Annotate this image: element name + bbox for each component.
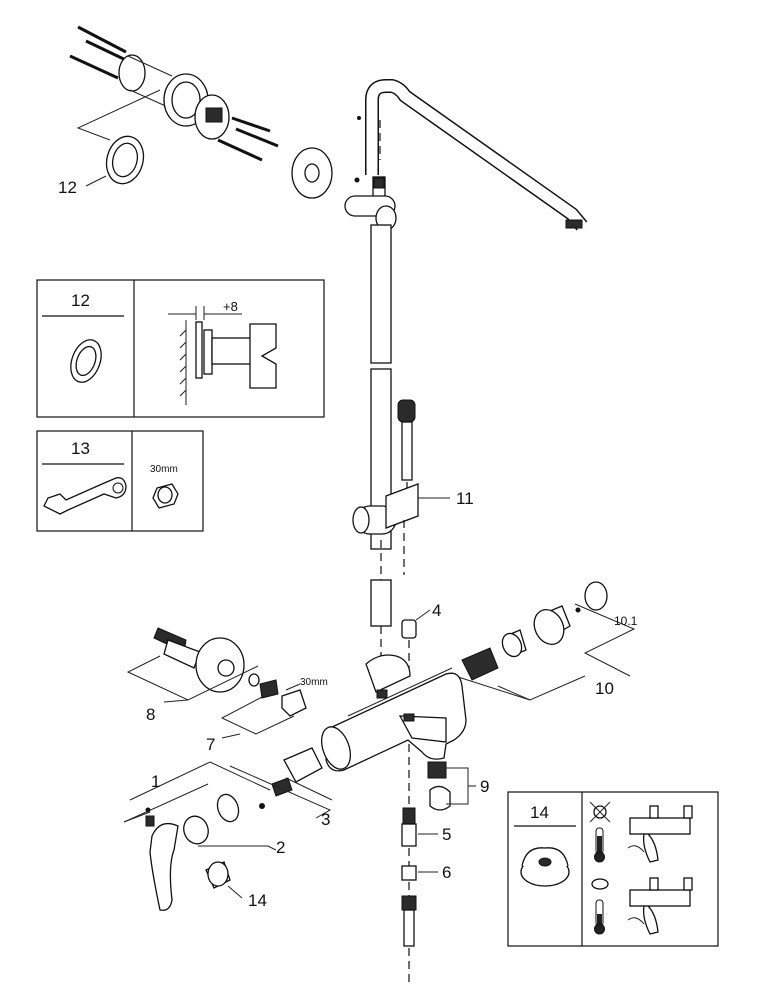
part-3-cartridge: 3 <box>229 747 333 829</box>
callout-10-1: 10.1 <box>614 614 638 628</box>
callout-4: 4 <box>432 601 441 620</box>
part-5-check-valve: 5 <box>401 807 451 847</box>
mixer-cold-icon <box>627 877 693 935</box>
wall-screws <box>69 25 279 162</box>
part-7-union-nut: 30mm 7 <box>206 677 328 754</box>
part-11-slide-holder: 11 <box>352 483 474 575</box>
wall-plate <box>118 54 146 92</box>
hot-water-row <box>589 801 693 863</box>
detail-14-title: 14 <box>530 803 549 822</box>
callout-10: 10 <box>595 679 614 698</box>
extension-part-icon <box>520 847 570 887</box>
detail-box-13: 13 30mm <box>36 430 204 532</box>
nut-icon <box>152 483 179 509</box>
part-1-lever-handle: 1 <box>123 761 271 911</box>
hand-shower <box>397 399 416 498</box>
part-6-adapter: 6 <box>401 863 451 882</box>
detail-box-14: 14 <box>507 791 719 947</box>
wall-bracket-assembly <box>69 25 333 199</box>
callout-3: 3 <box>321 810 330 829</box>
part-14-extension: 14 <box>205 861 267 910</box>
callout-1: 1 <box>151 772 160 791</box>
lower-riser-pipe <box>370 579 392 627</box>
callout-12: 12 <box>58 178 77 197</box>
nut-size-label: 30mm <box>300 677 328 688</box>
detail-box-12: 12 +8 <box>36 279 325 418</box>
callout-7: 7 <box>206 735 215 754</box>
callout-14: 14 <box>248 891 267 910</box>
mixer-hot-icon <box>627 805 693 863</box>
part-4-cap: 4 <box>401 601 441 672</box>
thermometer-hot-icon <box>594 827 605 863</box>
detail-13-size: 30mm <box>150 464 178 475</box>
part-8-connection-set: 8 <box>126 627 260 724</box>
callout-5: 5 <box>442 825 451 844</box>
upper-riser-pipe <box>370 224 392 364</box>
callout-9: 9 <box>480 777 489 796</box>
detail-13-title: 13 <box>71 439 90 458</box>
callout-8: 8 <box>146 705 155 724</box>
callout-11: 11 <box>456 489 474 508</box>
part-12-spacer-ring: 12 <box>58 135 145 197</box>
part-2-rosette: 2 <box>183 793 285 857</box>
thermostatic-mixer-body <box>321 654 467 772</box>
callout-2: 2 <box>276 838 285 857</box>
part-10-temperature-handle: 10.1 10 <box>454 581 638 701</box>
detail-12-dimension: +8 <box>223 299 238 314</box>
shower-hose-end <box>401 895 417 985</box>
part-9-diverter: 9 <box>427 761 489 811</box>
callout-6: 6 <box>442 863 451 882</box>
wrench-icon <box>43 477 127 515</box>
detail-12-title: 12 <box>71 291 90 310</box>
riser-wall-clamp <box>344 176 397 231</box>
cold-water-row <box>591 877 693 935</box>
shower-head-arm <box>357 79 588 231</box>
thermometer-cold-icon <box>594 899 605 935</box>
